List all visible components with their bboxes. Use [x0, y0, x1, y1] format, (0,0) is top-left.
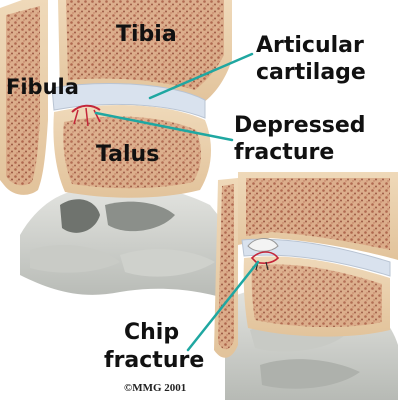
tibia-bone-upper: [58, 0, 232, 105]
articular-cartilage-lower: [241, 238, 391, 277]
tibia-bone-lower: [238, 172, 398, 260]
label-articular-cartilage-line2: cartilage: [256, 60, 366, 85]
leader-articular-cartilage: [148, 52, 254, 100]
label-depressed-fracture-line1: Depressed: [234, 113, 366, 138]
label-chip-fracture-line2: fracture: [104, 348, 205, 373]
label-depressed-fracture-line2: fracture: [234, 140, 335, 165]
leader-depressed-fracture: [94, 111, 234, 142]
label-articular-cartilage-line1: Articular: [256, 33, 364, 58]
copyright-notice: ©MMG 2001: [124, 382, 187, 394]
foot-bones-upper-view: [20, 185, 230, 300]
label-talus: Talus: [96, 142, 160, 167]
label-chip-fracture-line1: Chip: [124, 320, 180, 345]
fibula-bone-lower: [214, 178, 238, 358]
leader-lines: [94, 52, 260, 352]
talus-bone-lower: [243, 256, 390, 337]
leader-chip-fracture: [186, 260, 260, 352]
articular-cartilage-upper: [51, 83, 206, 119]
label-tibia: Tibia: [116, 22, 177, 47]
depressed-fracture-mark: [71, 104, 101, 127]
fibula-bone: [0, 0, 48, 195]
label-fibula: Fibula: [6, 75, 79, 99]
